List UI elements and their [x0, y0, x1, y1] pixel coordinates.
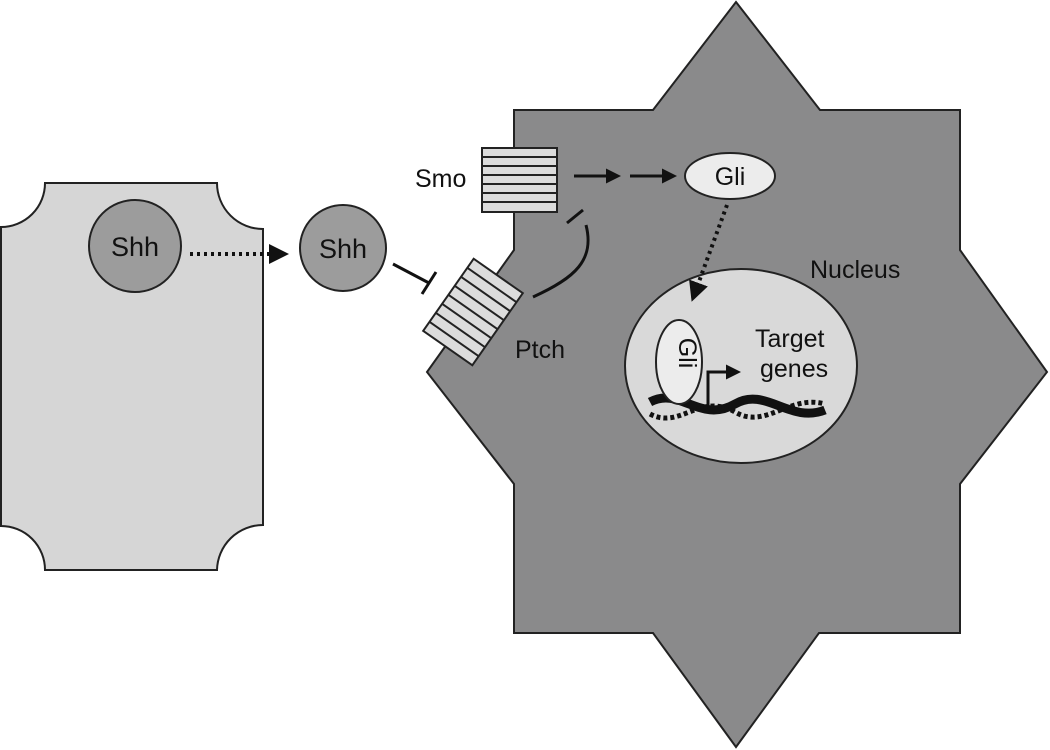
transcription-start-arrow	[706, 364, 741, 406]
ptch-label: Ptch	[515, 336, 565, 364]
ptch-receptor	[421, 257, 525, 367]
source-cell	[0, 182, 264, 571]
shh-ligand: Shh	[299, 204, 387, 292]
gli-nucleus: Gli	[655, 319, 703, 405]
smo-receptor	[481, 147, 558, 213]
target-genes-label-line1: Target	[755, 325, 825, 353]
gli-cytoplasm: Gli	[684, 152, 776, 200]
nucleus-label: Nucleus	[810, 256, 900, 284]
smo-label: Smo	[415, 165, 466, 193]
shh-ligand-label: Shh	[319, 234, 367, 264]
ptch-inhibits-smo	[532, 208, 590, 299]
gli-nucleus-label: Gli	[673, 338, 701, 369]
gli-translocation-arrow	[689, 204, 729, 302]
gli-cytoplasm-label: Gli	[715, 163, 746, 191]
shh-source-molecule: Shh	[88, 199, 182, 293]
shh-source-label: Shh	[111, 232, 159, 262]
shh-inhibits-ptch	[392, 262, 438, 295]
target-genes-label-line2: genes	[760, 355, 828, 383]
